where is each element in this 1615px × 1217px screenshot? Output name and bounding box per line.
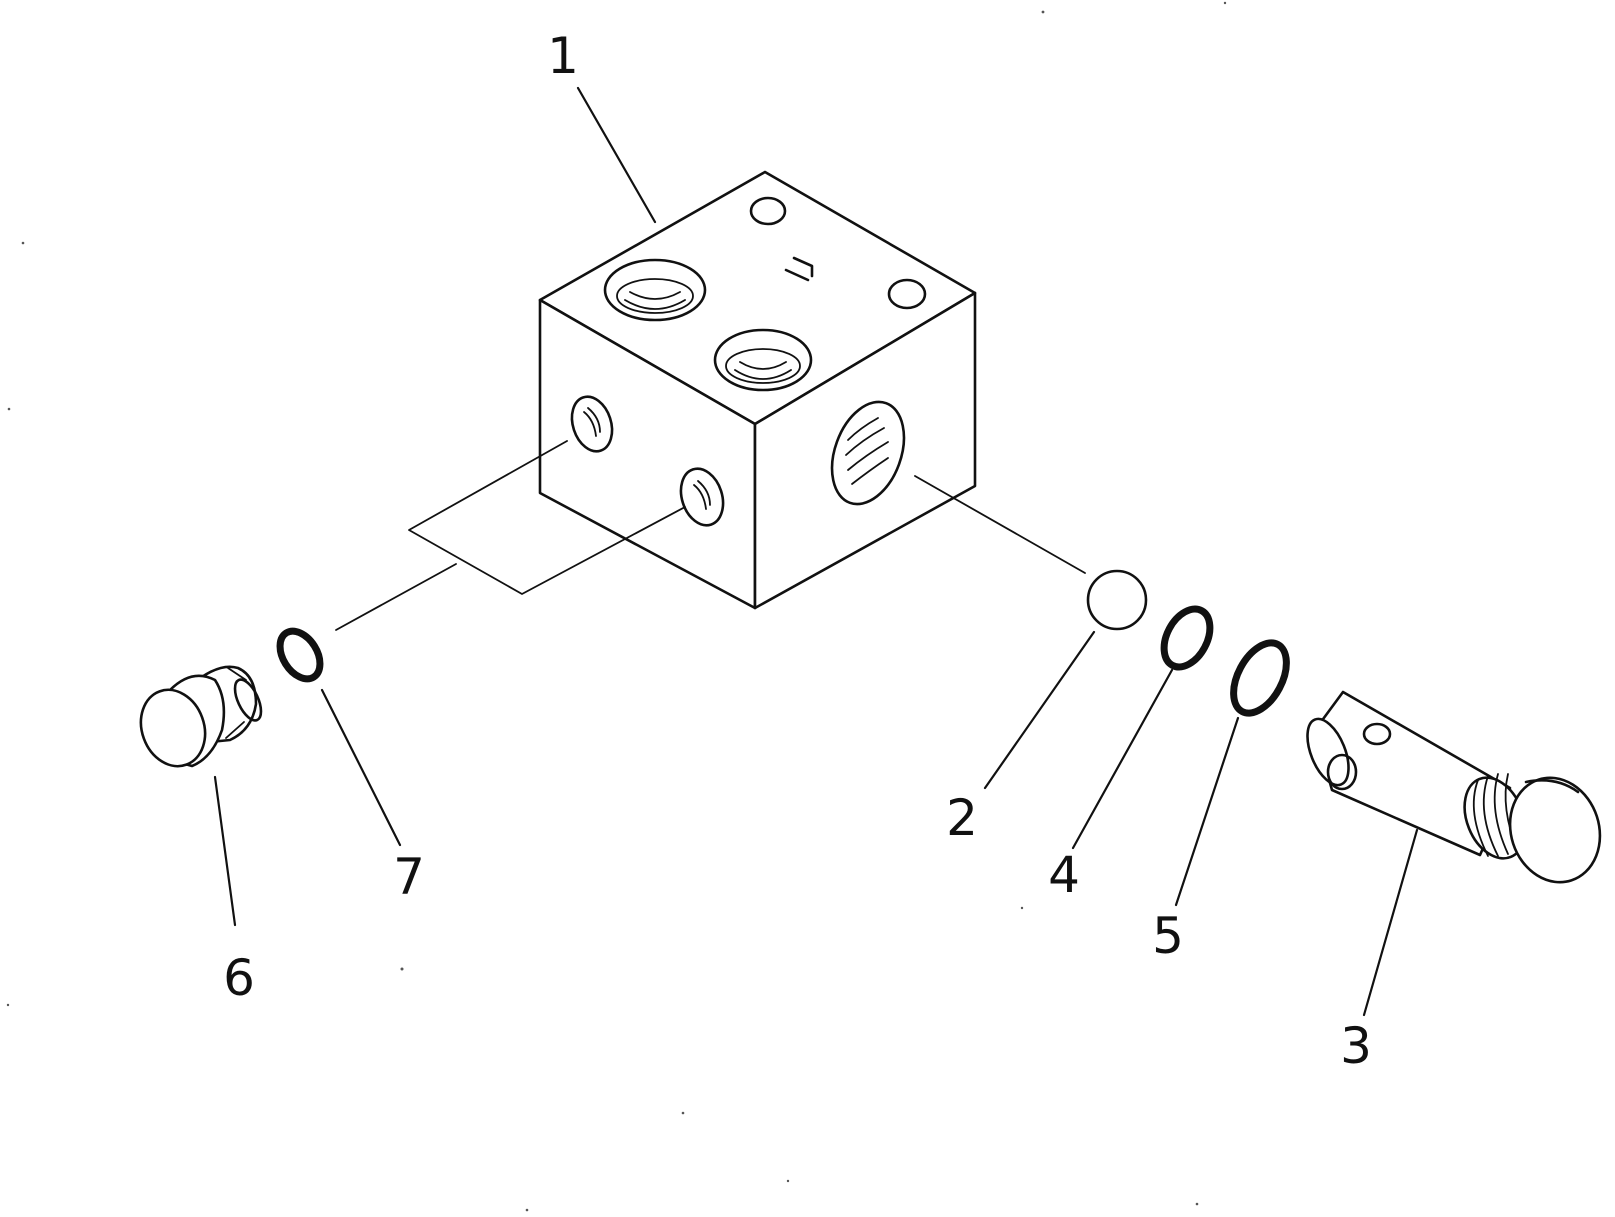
steel-ball <box>1086 569 1148 631</box>
leader-6 <box>213 775 237 927</box>
backup-ring-5 <box>1230 639 1290 717</box>
plug <box>139 665 263 768</box>
port-plane-leader <box>335 440 686 631</box>
leader-4 <box>1071 668 1174 850</box>
right-face-port <box>830 400 906 506</box>
o-ring-7 <box>276 627 324 683</box>
top-large-port-1 <box>603 258 707 322</box>
callout-6: 6 <box>223 949 255 1007</box>
callout-2: 2 <box>946 789 978 847</box>
o-ring-4 <box>1160 605 1214 671</box>
leader-7 <box>320 688 402 847</box>
block-right-face <box>753 291 977 610</box>
front-port-1 <box>570 395 614 453</box>
callout-3: 3 <box>1340 1017 1372 1075</box>
top-small-hole-1 <box>749 196 787 226</box>
scan-specks <box>6 1 1227 1212</box>
top-large-port-2 <box>713 328 813 392</box>
leader-2 <box>983 630 1096 790</box>
callout-leaders <box>213 86 1419 1017</box>
leader-1 <box>576 86 657 224</box>
leader-5 <box>1174 716 1240 907</box>
callout-7: 7 <box>393 848 425 906</box>
top-small-hole-2 <box>887 278 927 310</box>
check-plug <box>1306 690 1602 884</box>
front-port-2 <box>679 467 725 527</box>
callout-5: 5 <box>1152 907 1184 965</box>
block-marking <box>784 256 814 282</box>
leader-3 <box>1362 828 1419 1017</box>
callout-4: 4 <box>1048 846 1080 904</box>
ball-leader <box>914 475 1086 574</box>
valve-block <box>538 170 977 610</box>
callout-1: 1 <box>547 27 579 85</box>
